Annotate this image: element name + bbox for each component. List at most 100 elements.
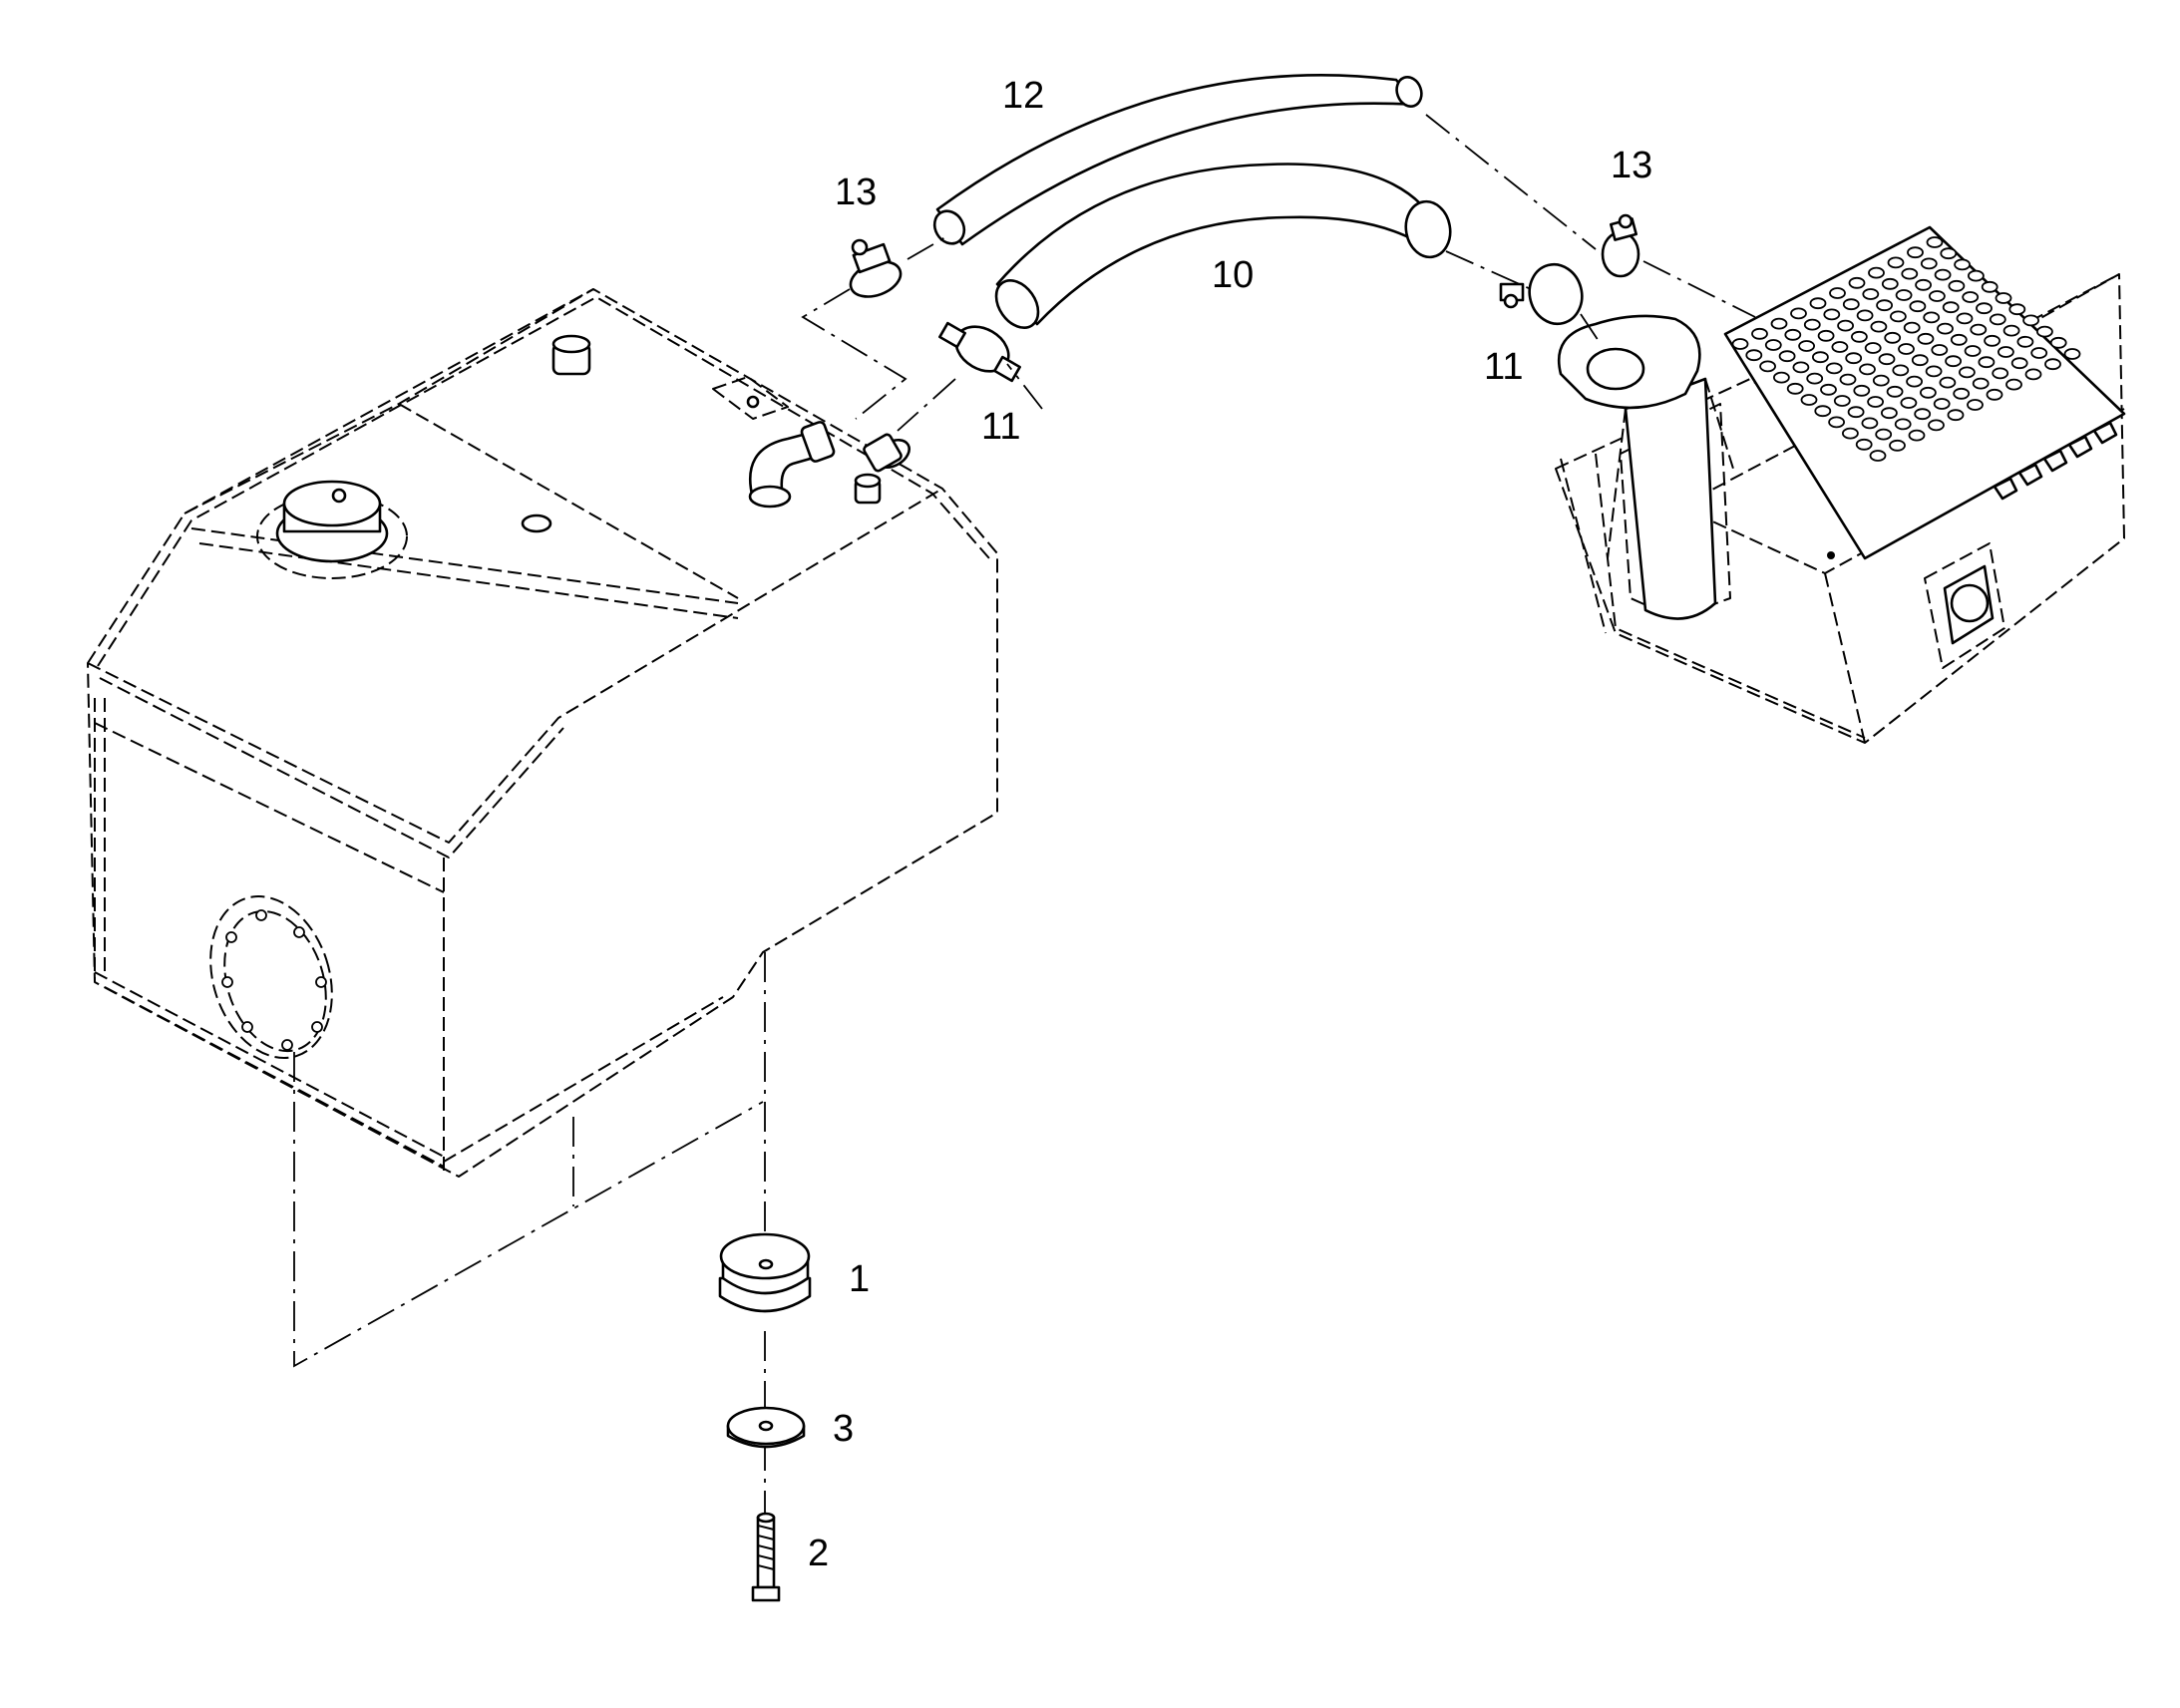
fin-hole	[1869, 450, 1887, 462]
fin-hole	[1764, 339, 1782, 351]
fin-hole	[1940, 247, 1958, 260]
fin-hole	[1790, 307, 1807, 320]
callout-11-right: 11	[1484, 346, 1523, 388]
fin-hole	[1942, 301, 1960, 314]
fin-hole	[1798, 340, 1815, 352]
fin-hole	[1909, 300, 1927, 313]
return-elbow	[748, 421, 836, 509]
fin-hole	[1855, 438, 1873, 451]
fin-hole	[1878, 353, 1896, 366]
fin-hole	[1814, 405, 1832, 418]
callout-13-right: 13	[1611, 145, 1652, 186]
fin-hole	[1956, 312, 1974, 325]
callout-10: 10	[1212, 254, 1254, 296]
fin-hole	[1962, 291, 1980, 303]
cooler-nuts	[1993, 421, 2118, 501]
fin-hole	[1803, 318, 1821, 331]
callout-11-left: 11	[981, 406, 1020, 448]
fin-hole	[1770, 317, 1788, 330]
fin-hole	[2044, 358, 2061, 371]
fin-hole	[1809, 297, 1827, 310]
plug-1	[718, 1232, 812, 1313]
callout-1: 1	[849, 1258, 870, 1300]
hose-10	[994, 163, 1452, 329]
fin-hole	[1908, 429, 1926, 442]
fin-hole	[2016, 335, 2034, 348]
fin-hole	[1995, 292, 2012, 304]
fin-hole	[1884, 331, 1902, 344]
fin-hole	[1806, 372, 1824, 385]
fin-hole	[1847, 406, 1865, 419]
fin-hole	[1926, 236, 1944, 248]
fin-hole	[1759, 360, 1776, 373]
fin-hole	[1967, 399, 1984, 411]
fin-hole	[1823, 308, 1841, 321]
fin-hole	[1934, 268, 1952, 281]
fin-hole	[1968, 269, 1985, 282]
fin-hole	[1998, 346, 2014, 358]
cooler-fin-holes	[1731, 236, 2081, 462]
fin-hole	[1812, 351, 1829, 364]
fin-hole	[1953, 387, 1971, 400]
cover-bolt-holes	[221, 909, 327, 1051]
fin-hole	[1881, 277, 1899, 290]
fin-hole	[1947, 409, 1965, 422]
fin-hole	[1915, 278, 1932, 291]
fin-hole	[1939, 376, 1957, 389]
fin-hole	[1842, 427, 1859, 440]
hydraulic-tank	[87, 288, 998, 1178]
callout-labels: 12 13 13 10 11 11 1 3 2	[808, 75, 1652, 1574]
sensor-plate	[712, 376, 789, 420]
fin-hole	[1745, 349, 1763, 362]
top-plug	[521, 513, 552, 533]
fin-hole	[1876, 299, 1893, 312]
fin-hole	[1945, 355, 1962, 368]
fin-hole	[2035, 325, 2053, 338]
fin-hole	[1920, 257, 1938, 270]
fin-hole	[1751, 327, 1768, 340]
fin-hole	[1886, 385, 1904, 398]
fin-hole	[1820, 383, 1837, 396]
fin-hole	[2049, 336, 2067, 349]
callout-2: 2	[808, 1533, 829, 1574]
fin-hole	[1856, 309, 1874, 322]
top-fitting	[551, 334, 591, 376]
fin-hole	[1831, 341, 1849, 353]
small-fitting	[854, 473, 882, 505]
clamp-13-left	[849, 238, 903, 298]
fin-hole	[1786, 382, 1804, 395]
fin-hole	[1872, 374, 1890, 387]
fin-hole	[1862, 288, 1880, 300]
fin-hole	[1731, 338, 1749, 350]
fin-hole	[1881, 407, 1898, 420]
fin-hole	[1845, 352, 1863, 365]
fin-hole	[1959, 366, 1976, 379]
fin-hole	[1931, 344, 1949, 356]
fin-hole	[1992, 367, 2009, 380]
suction-port	[863, 433, 911, 473]
fin-hole	[1817, 329, 1835, 342]
clamp-11-left	[938, 321, 1021, 383]
fin-hole	[2010, 357, 2028, 370]
fin-hole	[1929, 290, 1946, 302]
fin-hole	[1933, 398, 1951, 410]
bolt-2	[751, 1512, 781, 1602]
fin-hole	[2024, 368, 2042, 381]
fin-hole	[1894, 418, 1912, 431]
hose-12	[932, 74, 1423, 246]
fin-hole	[1833, 395, 1851, 407]
fin-hole	[1825, 362, 1843, 375]
fin-hole	[1923, 311, 1941, 324]
fin-hole	[1928, 419, 1945, 432]
fin-hole	[1792, 361, 1810, 374]
washer-3	[726, 1406, 806, 1449]
fin-hole	[2005, 378, 2022, 391]
fin-hole	[1861, 417, 1879, 430]
fin-hole	[1903, 321, 1921, 334]
fin-hole	[2008, 303, 2026, 316]
clamp-13-right	[1601, 213, 1640, 278]
fin-hole	[1981, 280, 1998, 293]
fin-hole	[1887, 256, 1905, 269]
fin-hole	[1964, 345, 1982, 357]
fin-hole	[1778, 350, 1796, 363]
